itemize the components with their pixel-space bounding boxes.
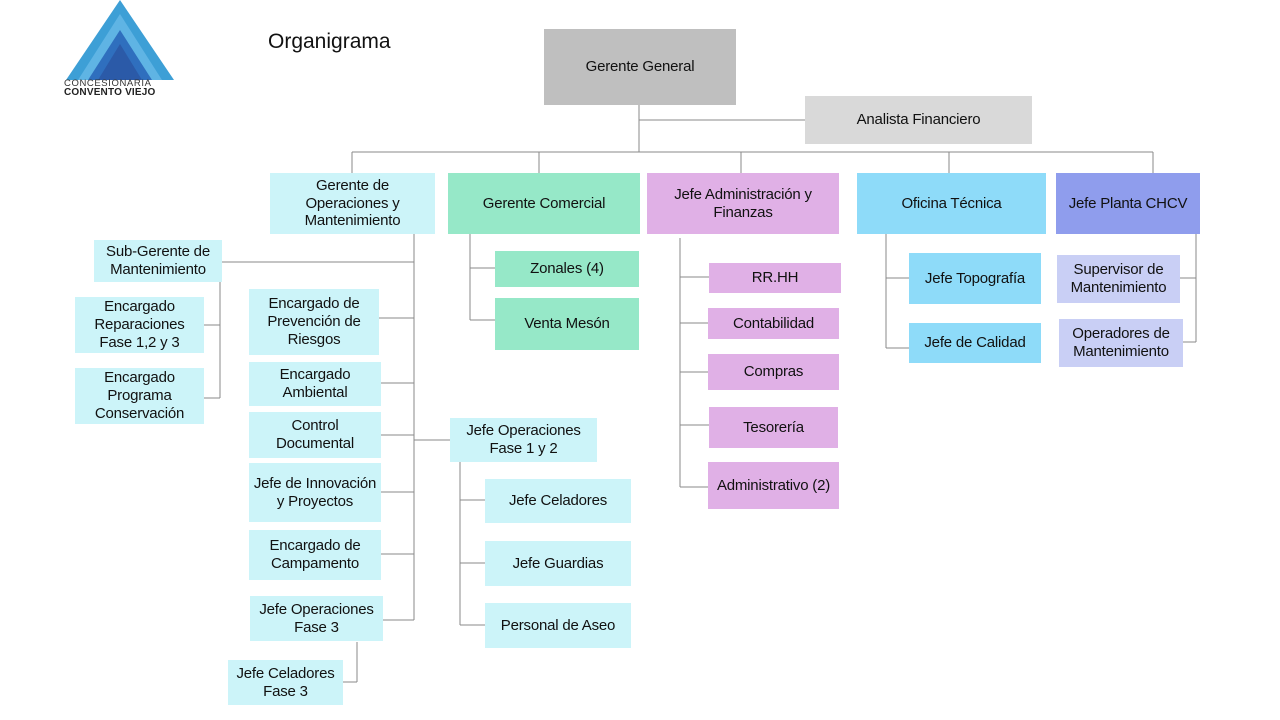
node-encargado-reparaciones[interactable]: Encargado Reparaciones Fase 1,2 y 3 <box>75 297 204 353</box>
node-jefe-guardias[interactable]: Jefe Guardias <box>485 541 631 586</box>
logo-text-line1: CONCESIONARIA <box>64 78 152 89</box>
node-encargado-programa[interactable]: Encargado Programa Conservación <box>75 368 204 424</box>
node-jefe-administracion[interactable]: Jefe Administración y Finanzas <box>647 173 839 234</box>
node-jefe-calidad[interactable]: Jefe de Calidad <box>909 323 1041 363</box>
node-encargado-campamento[interactable]: Encargado de Campamento <box>249 530 381 580</box>
node-jefe-operaciones-fase3[interactable]: Jefe Operaciones Fase 3 <box>250 596 383 641</box>
node-analista-financiero[interactable]: Analista Financiero <box>805 96 1032 144</box>
node-jefe-operaciones-fase12[interactable]: Jefe Operaciones Fase 1 y 2 <box>450 418 597 462</box>
node-venta-meson[interactable]: Venta Mesón <box>495 298 639 350</box>
node-jefe-planta[interactable]: Jefe Planta CHCV <box>1056 173 1200 234</box>
node-control-documental[interactable]: Control Documental <box>249 412 381 458</box>
concesionaria-logo <box>66 0 174 80</box>
logo-text-line2: CONVENTO VIEJO <box>64 87 156 98</box>
node-jefe-topografia[interactable]: Jefe Topografía <box>909 253 1041 304</box>
node-encargado-ambiental[interactable]: Encargado Ambiental <box>249 362 381 406</box>
node-encargado-prevencion[interactable]: Encargado de Prevención de Riesgos <box>249 289 379 355</box>
node-tesoreria[interactable]: Tesorería <box>709 407 838 448</box>
node-jefe-innovacion[interactable]: Jefe de Innovación y Proyectos <box>249 463 381 522</box>
page-title: Organigrama <box>268 30 391 53</box>
node-gerente-comercial[interactable]: Gerente Comercial <box>448 173 640 234</box>
node-jefe-celadores[interactable]: Jefe Celadores <box>485 479 631 523</box>
node-jefe-celadores-fase3[interactable]: Jefe Celadores Fase 3 <box>228 660 343 705</box>
node-personal-aseo[interactable]: Personal de Aseo <box>485 603 631 648</box>
node-zonales[interactable]: Zonales (4) <box>495 251 639 287</box>
node-compras[interactable]: Compras <box>708 354 839 390</box>
node-administrativo[interactable]: Administrativo (2) <box>708 462 839 509</box>
node-gerente-general[interactable]: Gerente General <box>544 29 736 105</box>
node-rrhh[interactable]: RR.HH <box>709 263 841 293</box>
node-supervisor-mantenimiento[interactable]: Supervisor de Mantenimiento <box>1057 255 1180 303</box>
node-oficina-tecnica[interactable]: Oficina Técnica <box>857 173 1046 234</box>
node-contabilidad[interactable]: Contabilidad <box>708 308 839 339</box>
node-gerente-operaciones[interactable]: Gerente de Operaciones y Mantenimiento <box>270 173 435 234</box>
node-operadores-mantenimiento[interactable]: Operadores de Mantenimiento <box>1059 319 1183 367</box>
node-sub-gerente-mantenimiento[interactable]: Sub-Gerente de Mantenimiento <box>94 240 222 282</box>
